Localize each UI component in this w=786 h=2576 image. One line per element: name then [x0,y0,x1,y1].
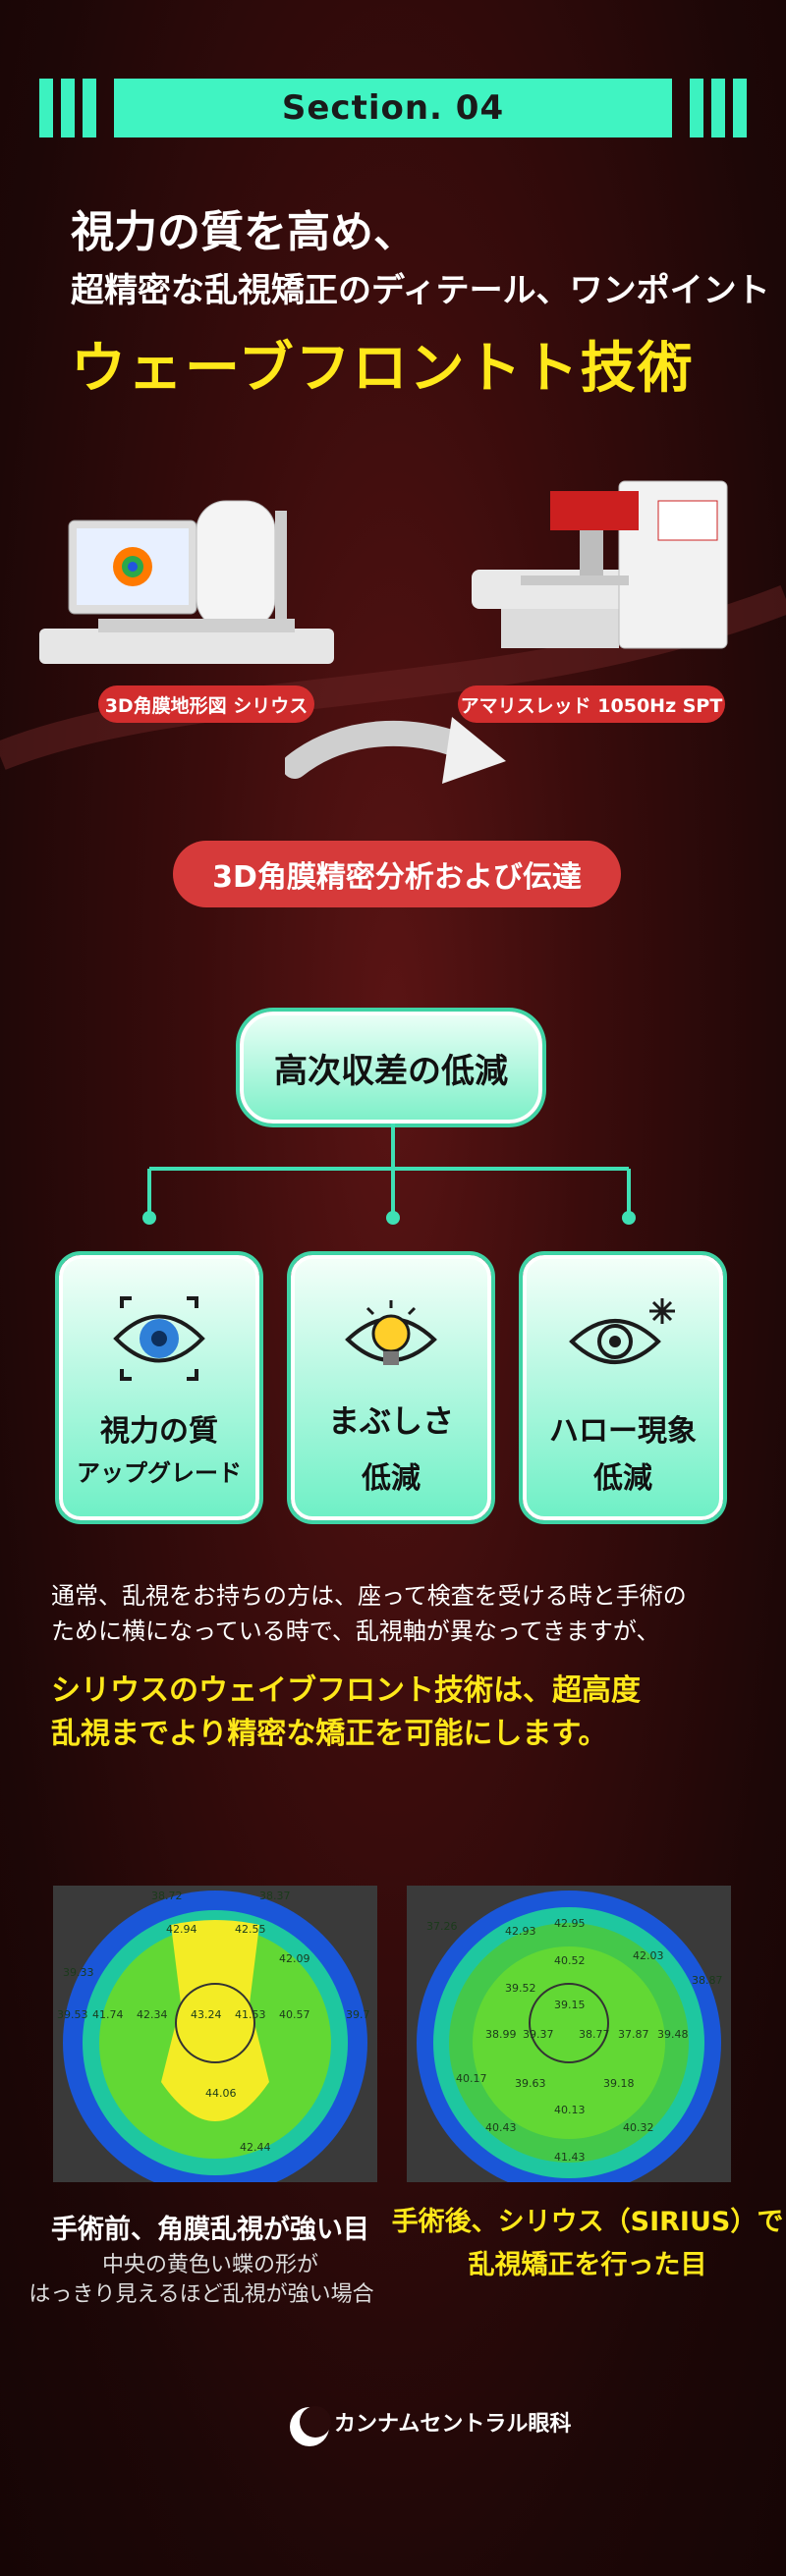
topographer-device-image [39,500,334,664]
map-before: 38.72 38.37 42.94 42.55 42.09 41.74 42.3… [53,1886,377,2182]
map-after-reading: 40.13 [554,2104,586,2116]
card-vision-quality: 視力の質 アップグレード [59,1255,259,1520]
section-banner: Section. 04 [39,79,747,137]
banner-stripe [711,79,725,137]
card-glare-line2: 低減 [362,1461,421,1496]
map-before-reading: 41.53 [235,2008,266,2021]
map-after-reading: 39.37 [523,2028,554,2041]
map-after-reading: 39.52 [505,1982,536,1995]
transfer-arrow-icon [285,717,506,784]
map-after-reading: 40.17 [456,2072,487,2085]
caption-after-line1: 手術後、シリウス（SIRIUS）で [391,2207,784,2237]
laser-label: アマリスレッド 1050Hz SPT [458,685,725,723]
clinic-logo-icon [290,2406,331,2446]
clinic-logo: カンナムセントラル眼科 [287,2404,601,2453]
map-after-reading: 38.77 [579,2028,610,2041]
map-before-reading: 42.55 [235,1923,266,1936]
map-before-reading: 39.33 [63,1966,94,1979]
caption-before-sub1: 中央の黄色い蝶の形が [101,2253,318,2277]
map-after-reading: 40.52 [554,1954,586,1967]
map-after-reading: 39.48 [657,2028,689,2041]
headline-line2: 超精密な乱視矯正のディテール、ワンポイント [71,271,770,310]
map-before-reading: 44.06 [205,2087,237,2100]
card-glare: まぶしさ 低減 [291,1255,491,1520]
map-after-reading: 37.87 [618,2028,649,2041]
map-before-reading: 39.7 [346,2008,370,2021]
map-before-reading: 42.44 [240,2141,271,2154]
eye-bulb-icon [295,1294,487,1383]
map-before-reading: 42.09 [279,1952,310,1965]
caption-after-line2: 乱視矯正を行った目 [468,2250,707,2280]
map-after-reading: 37.26 [426,1920,458,1933]
card-halo: ハロー現象 低減 [523,1255,723,1520]
map-before-reading: 40.57 [279,2008,310,2021]
map-after-reading: 38.99 [485,2028,517,2041]
analysis-pill: 3D角膜精密分析および伝達 [173,841,621,907]
banner-stripe [39,79,53,137]
banner-stripe [733,79,747,137]
highlight-line1: シリウスのウェイブフロント技術は、超高度 [51,1673,641,1708]
headline-line1: 視力の質を高め、 [71,207,417,257]
map-after-reading: 41.43 [554,2151,586,2164]
map-after-reading: 42.95 [554,1917,586,1930]
body-line1: 通常、乱視をお持ちの方は、座って検査を受ける時と手術の [51,1582,687,1610]
map-before-reading: 43.24 [191,2008,222,2021]
headline-line3: ウェーブフロントト技術 [71,337,695,401]
map-after-reading: 42.03 [633,1949,664,1962]
map-before-reading: 38.72 [151,1890,183,1902]
card-glare-line1: まぶしさ [327,1402,454,1440]
topographer-label: 3D角膜地形図 シリウス [98,685,314,723]
eye-sparkle-icon [527,1294,719,1383]
card-vision-line1: 視力の質 [100,1414,218,1449]
banner-stripe [83,79,96,137]
banner-stripe [61,79,75,137]
map-after-reading: 39.15 [554,1999,586,2011]
banner-stripe [690,79,703,137]
map-before-reading: 42.94 [166,1923,197,1936]
map-before-reading: 39.53 [57,2008,88,2021]
body-line2: ために横になっている時で、乱視軸が異なってきますが、 [51,1617,660,1645]
caption-before: 手術前、角膜乱視が強い目 [51,2215,369,2245]
map-after-reading: 42.93 [505,1925,536,1938]
card-halo-line2: 低減 [593,1461,652,1496]
map-after-reading: 39.63 [515,2077,546,2090]
clinic-name: カンナムセントラル眼科 [334,2412,572,2437]
map-before-reading: 38.37 [259,1890,291,1902]
section-label: Section. 04 [114,79,672,137]
map-after-reading: 39.18 [603,2077,635,2090]
eye-target-icon [63,1294,255,1383]
card-vision-line2: アップグレード [77,1459,242,1487]
map-after: 37.26 42.93 42.95 40.52 42.03 39.52 39.1… [407,1886,731,2182]
map-after-reading: 40.43 [485,2121,517,2134]
highlight-line2: 乱視までより精密な矯正を可能にします。 [51,1717,608,1751]
reduction-title-box: 高次収差の低減 [240,1012,542,1124]
map-before-reading: 42.34 [137,2008,168,2021]
caption-before-sub2: はっきり見えるほど乱視が強い場合 [28,2282,374,2307]
map-after-reading: 38.87 [692,1974,723,1987]
connector-lines [142,1124,636,1225]
map-after-reading: 40.32 [623,2121,654,2134]
card-halo-line1: ハロー現象 [549,1414,697,1449]
map-before-reading: 41.74 [92,2008,124,2021]
devices-area: 3D角膜地形図 シリウス アマリスレッド 1050Hz SPT [0,462,786,786]
laser-device-image [472,480,728,649]
